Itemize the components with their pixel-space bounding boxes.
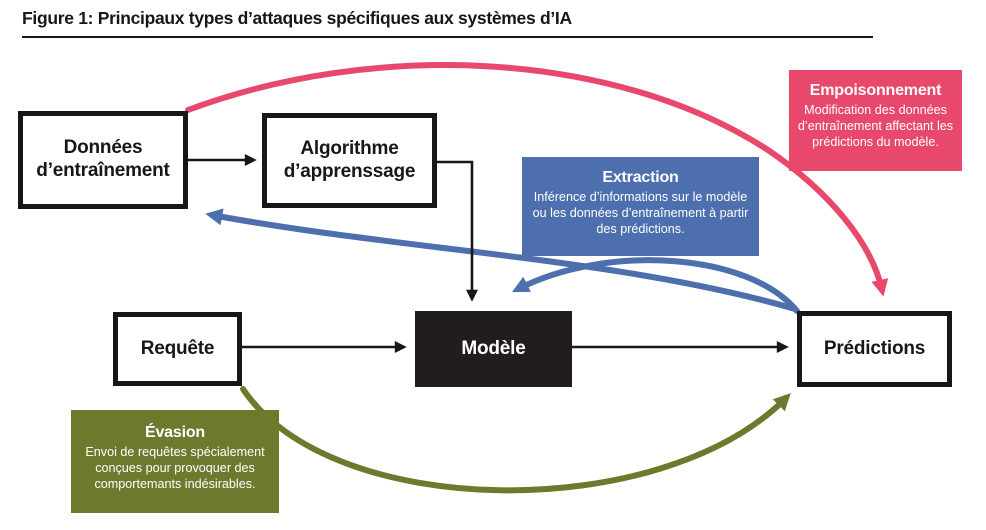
- figure-header: Figure 1: Principaux types d’attaques sp…: [22, 8, 873, 38]
- query-node: Requête: [113, 312, 242, 386]
- empoisonnement-title: Empoisonnement: [809, 82, 942, 99]
- model-label: Modèle: [461, 337, 526, 359]
- query-label: Requête: [140, 337, 215, 359]
- extraction-callout: Extraction Inférence d’informations sur …: [522, 157, 759, 256]
- learning-algorithm-node: Algorithme d’apprenssage: [262, 113, 437, 208]
- figure-title: Figure 1: Principaux types d’attaques sp…: [22, 8, 572, 28]
- extraction-title: Extraction: [602, 169, 679, 186]
- empoisonnement-callout: Empoisonnement Modification des données …: [789, 70, 962, 171]
- empoisonnement-description: Modification des données d’entraînement …: [797, 103, 954, 149]
- predictions-node: Prédictions: [797, 311, 952, 387]
- training-data-node: Données d’entraînement: [18, 111, 188, 209]
- extraction-arrow-to-training-data: [205, 208, 798, 312]
- extraction-description: Inférence d’informations sur le modèle o…: [532, 190, 749, 236]
- extraction-arrow-to-model: [511, 257, 800, 314]
- model-node: Modèle: [415, 311, 572, 387]
- evasion-description: Envoi de requêtes spécialement conçues p…: [85, 445, 265, 491]
- evasion-callout: Évasion Envoi de requêtes spécialement c…: [71, 410, 279, 513]
- algorithm-to-model-arrow: [437, 160, 478, 302]
- learning-algorithm-label: Algorithme d’apprenssage: [283, 137, 416, 182]
- poisoning-arrow: [185, 62, 889, 297]
- predictions-label: Prédictions: [823, 337, 926, 359]
- training-data-label: Données d’entraînement: [36, 137, 170, 181]
- evasion-title: Évasion: [145, 424, 205, 441]
- evasion-arrow: [240, 386, 791, 494]
